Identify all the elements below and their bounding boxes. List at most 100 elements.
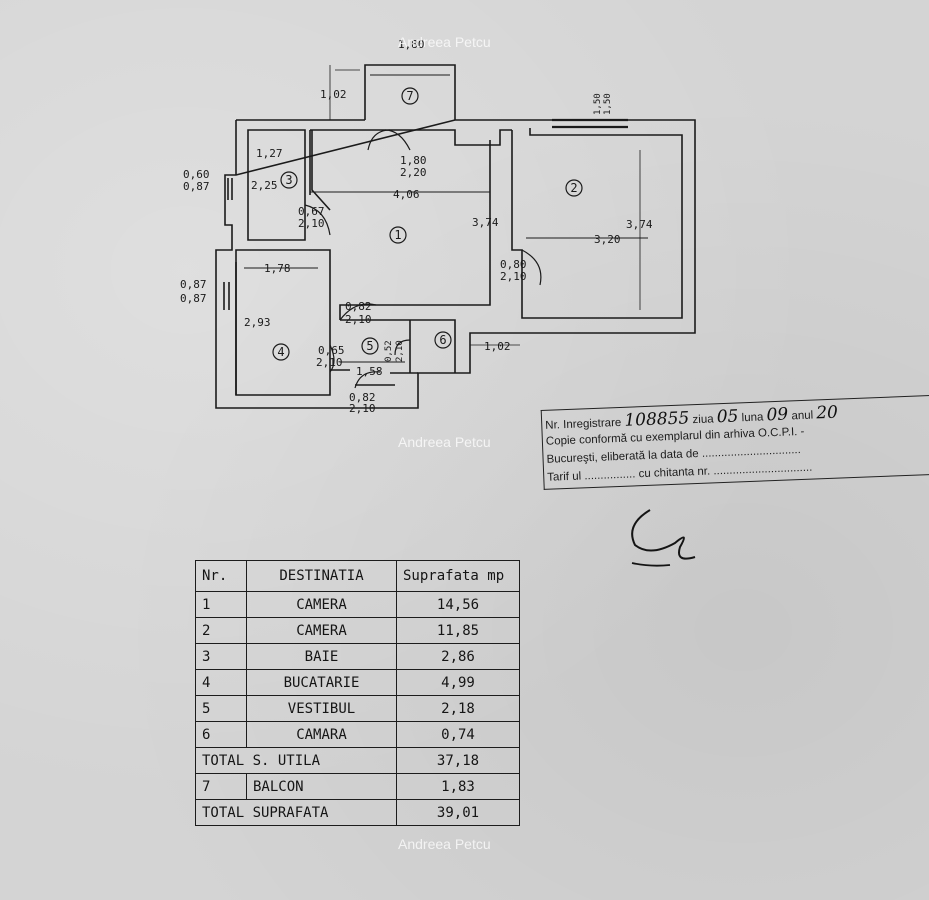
total-surface-label: TOTAL SUPRAFATA (195, 799, 397, 826)
table-row: 2 CAMERA 11,85 (195, 617, 520, 644)
dim-door4-h: 2,10 (316, 356, 343, 369)
column-header-surface: Suprafata mp (396, 560, 520, 592)
table-row: 4 BUCATARIE 4,99 (195, 669, 520, 696)
dim-door2-w: 0,80 (500, 258, 527, 271)
dim-door3-w: 0,67 (298, 205, 325, 218)
stamp-reg-label: Nr. Inregistrare (545, 416, 622, 432)
row-destination: BUCATARIE (246, 669, 397, 696)
dim-door-balcony-w: 1,80 (400, 154, 427, 167)
dim-door6-w: 0,52 (384, 340, 394, 362)
dim-entry-w: 0,82 (349, 391, 376, 404)
surface-table: Nr. DESTINATIA Suprafata mp 1 CAMERA 14,… (195, 560, 520, 826)
dim-window-top: 1,50 (593, 93, 603, 115)
dim-balcony-width: 1,80 (398, 38, 425, 51)
column-header-destination: DESTINATIA (246, 560, 397, 592)
dim-door5-w: 0,82 (345, 300, 372, 313)
total-surface-value: 39,01 (396, 799, 520, 826)
window-bath (227, 178, 233, 200)
total-useful-row: TOTAL S. UTILA 37,18 (195, 747, 520, 774)
row-area: 14,56 (396, 591, 520, 618)
dim-hall-width: 1,58 (356, 365, 383, 378)
room-number-2: 2 (570, 181, 577, 195)
handwritten-signature (631, 509, 696, 567)
window-room2 (552, 118, 628, 129)
dim-door4-w: 0,65 (318, 344, 345, 357)
total-surface-row: TOTAL SUPRAFATA 39,01 (195, 799, 520, 826)
stamp-month: 09 (766, 404, 789, 426)
dim-entry-h: 2,10 (349, 402, 376, 415)
dim-balcony-depth: 1,02 (320, 88, 347, 101)
dim-kitchen-length: 2,93 (244, 316, 271, 329)
watermark: Andreea Petcu (398, 34, 491, 50)
total-useful-label: TOTAL S. UTILA (195, 747, 397, 774)
table-row-balcony: 7 BALCON 1,83 (195, 773, 520, 800)
room-number-5: 5 (366, 339, 373, 353)
dim-door6-h: 2,10 (395, 340, 405, 362)
column-header-nr: Nr. (195, 560, 247, 592)
surface-table-wrapper: Nr. DESTINATIA Suprafata mp 1 CAMERA 14,… (195, 560, 520, 826)
row-nr: 2 (195, 617, 247, 644)
balcony-walls (364, 64, 456, 120)
dim-kitchen-window-w: 0,87 (180, 278, 207, 291)
room-number-7: 7 (406, 89, 413, 103)
dim-door2-h: 2,10 (500, 270, 527, 283)
stamp-day: 05 (716, 406, 739, 428)
dim-bath-window-w: 0,60 (183, 168, 210, 181)
room-number-4: 4 (277, 345, 284, 359)
table-row: 5 VESTIBUL 2,18 (195, 695, 520, 722)
row-nr: 1 (195, 591, 247, 618)
row-nr: 5 (195, 695, 247, 722)
table-row: 6 CAMARA 0,74 (195, 721, 520, 748)
dim-bath-length: 2,25 (251, 179, 278, 192)
row-destination: BALCON (246, 773, 397, 800)
room-number-6: 6 (439, 333, 446, 347)
row-nr: 6 (195, 721, 247, 748)
watermark: Andreea Petcu (398, 434, 491, 450)
window-kitchen (223, 282, 230, 310)
stamp-reg-number: 108855 (624, 408, 690, 431)
row-area: 2,18 (396, 695, 520, 722)
dim-room2-length: 3,74 (626, 218, 653, 231)
stamp-year-label: anul (791, 409, 814, 423)
table-row: 3 BAIE 2,86 (195, 643, 520, 670)
dim-room1-length: 3,74 (472, 216, 499, 229)
floor-plan-walls (215, 64, 696, 409)
row-area: 0,74 (396, 721, 520, 748)
dim-door5-h: 2,10 (345, 313, 372, 326)
table-row: 1 CAMERA 14,56 (195, 591, 520, 618)
row-area: 1,83 (396, 773, 520, 800)
row-nr: 4 (195, 669, 247, 696)
bathroom-walls (247, 129, 306, 241)
stamp-month-label: luna (741, 411, 764, 425)
dim-pantry-depth: 1,02 (484, 340, 511, 353)
row-destination: CAMERA (246, 591, 397, 618)
dim-room2-width: 3,20 (594, 233, 621, 246)
ocpi-stamp: Nr. Inregistrare 108855 ziua 05 luna 09 … (540, 377, 929, 502)
dim-room1-width: 4,06 (393, 188, 420, 201)
room-number-1: 1 (394, 228, 401, 242)
row-area: 4,99 (396, 669, 520, 696)
watermark: Andreea Petcu (398, 836, 491, 852)
row-nr: 7 (195, 773, 247, 800)
table-header-row: Nr. DESTINATIA Suprafata mp (195, 560, 520, 592)
dim-kitchen-window-h: 0,87 (180, 292, 207, 305)
dim-bath-window-h: 0,87 (183, 180, 210, 193)
dim-door-balcony-h: 2,20 (400, 166, 427, 179)
dim-kitchen-width: 1,78 (264, 262, 291, 275)
row-area: 11,85 (396, 617, 520, 644)
stamp-year: 20 (815, 402, 839, 424)
dim-bath-width: 1,27 (256, 147, 283, 160)
dim-window-top-2: 1,50 (603, 93, 613, 115)
row-destination: CAMARA (246, 721, 397, 748)
row-area: 2,86 (396, 643, 520, 670)
stamp-day-label: ziua (692, 413, 714, 427)
row-destination: BAIE (246, 643, 397, 670)
row-destination: CAMERA (246, 617, 397, 644)
room-number-3: 3 (285, 173, 292, 187)
row-nr: 3 (195, 643, 247, 670)
dim-door3-h: 2,10 (298, 217, 325, 230)
row-destination: VESTIBUL (246, 695, 397, 722)
outer-wall (215, 119, 696, 409)
